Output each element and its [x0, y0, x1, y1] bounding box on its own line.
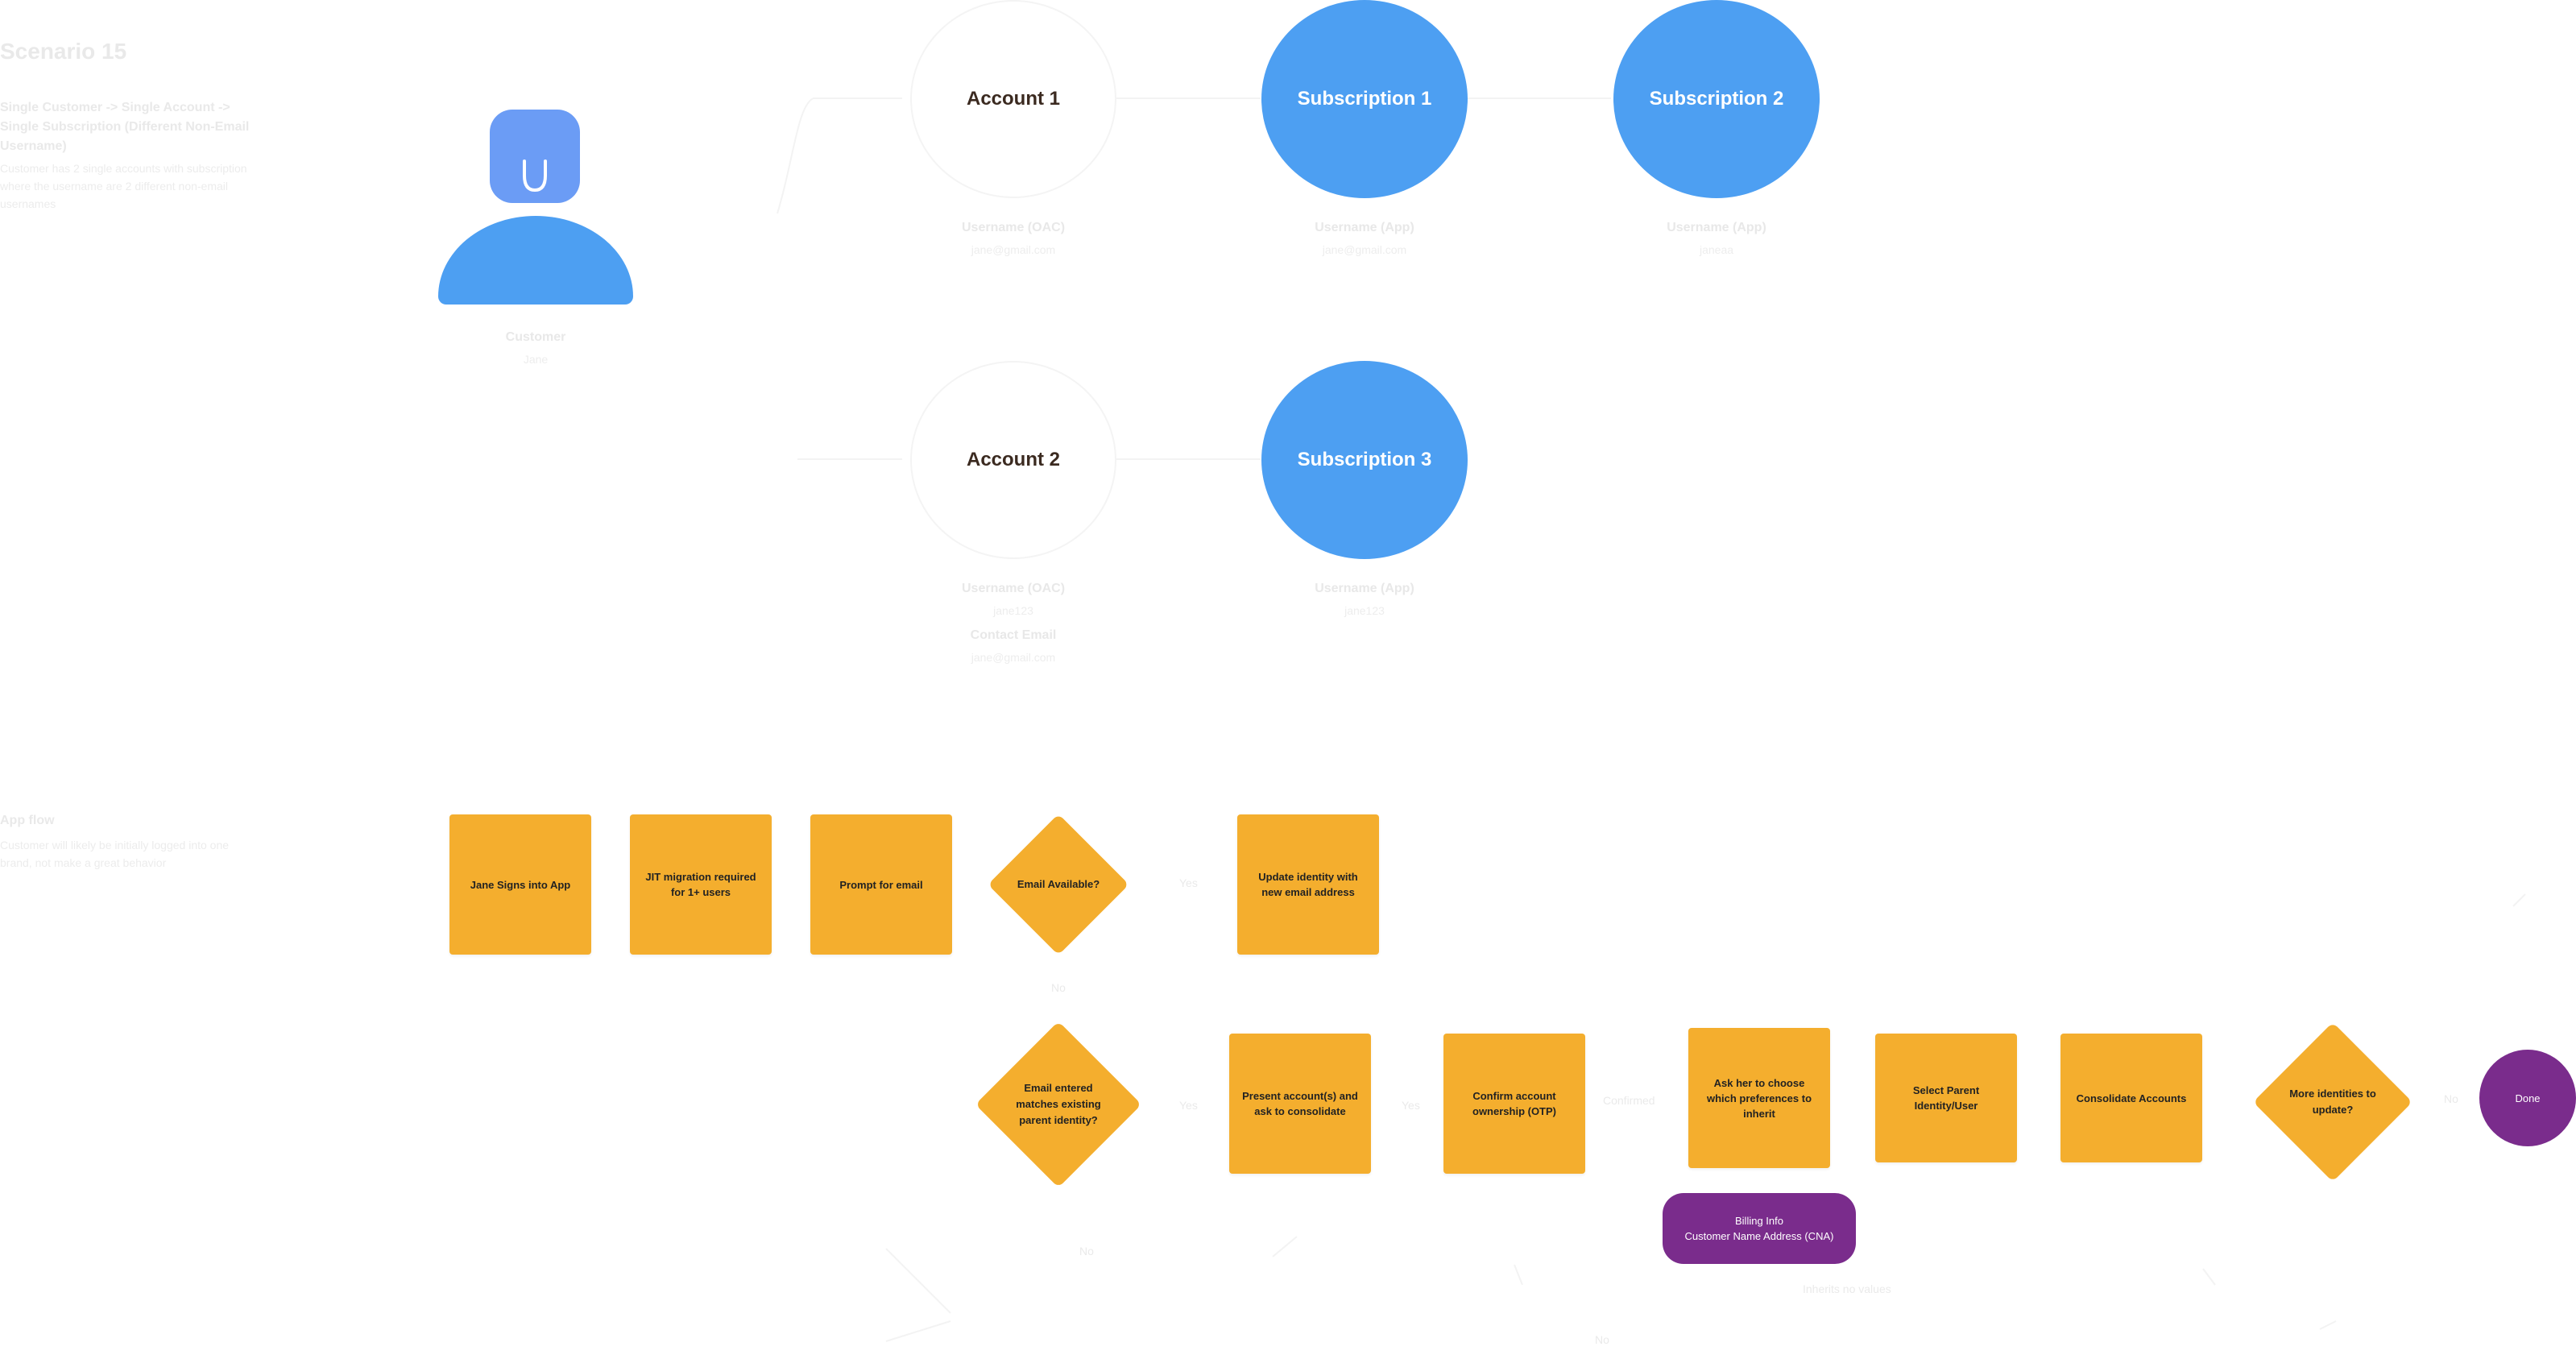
subscription-3-field-value: jane123 [1344, 604, 1385, 617]
subscription-2-field-label: Username (App) [1667, 221, 1766, 234]
present-accounts-text: Present account(s) and ask to consolidat… [1242, 1090, 1358, 1117]
account-2-field-1-value: jane123 [993, 604, 1033, 617]
billing-info-title: Billing Info [1735, 1215, 1783, 1227]
update-identity-step: Update identity with new email address [1237, 814, 1379, 955]
prompt-email-text: Prompt for email [839, 878, 923, 891]
account-2-field-1-label: Username (OAC) [961, 582, 1066, 595]
select-parent-text: Select Parent Identity/User [1912, 1084, 1980, 1112]
more-identities-text: More identities to update? [2289, 1088, 2376, 1116]
jane-signs-in-step: Jane Signs into App [449, 814, 591, 955]
scenario-subtitle: Single Customer -> Single Account -> Sin… [0, 101, 250, 153]
subscription-3-label: Subscription 3 [1297, 449, 1432, 470]
subscription-3-field-label: Username (App) [1315, 582, 1414, 595]
account-2-label: Account 2 [966, 449, 1060, 470]
account-1-field-label: Username (OAC) [961, 221, 1066, 234]
more-identities-decision: More identities to update? [2244, 1021, 2421, 1183]
jit-migration-text: JIT migration required for 1+ users [645, 871, 756, 898]
confirm-ownership-step: Confirm account ownership (OTP) [1443, 1034, 1585, 1174]
done-terminal: Done [2479, 1050, 2576, 1146]
smile-icon [523, 160, 547, 193]
account-2-node: Account 2 [910, 361, 1116, 559]
app-flow-description: Customer will likely be initially logged… [0, 839, 230, 869]
confirm-ownership-text: Confirm account ownership (OTP) [1472, 1090, 1556, 1117]
edge-label-no-2: No [2444, 1092, 2458, 1105]
subscription-1-node: Subscription 1 [1261, 0, 1468, 198]
account-2-field-2-value: jane@gmail.com [971, 651, 1056, 664]
scenario-title: Scenario 15 [0, 39, 127, 64]
email-matches-text: Email entered matches existing parent id… [1016, 1082, 1101, 1126]
subscription-3-node: Subscription 3 [1261, 361, 1468, 559]
subscription-1-field-value: jane@gmail.com [1322, 243, 1407, 256]
consolidate-accounts-text: Consolidate Accounts [2076, 1092, 2187, 1104]
subscription-2-label: Subscription 2 [1649, 88, 1784, 110]
email-available-text: Email Available? [1017, 878, 1100, 890]
billing-info-badge: Billing Info Customer Name Address (CNA) [1663, 1193, 1856, 1264]
account-2-field-2-label: Contact Email [970, 628, 1057, 642]
edge-label-no-4: No [1595, 1333, 1609, 1346]
customer-head-icon [490, 110, 580, 203]
subscription-2-field-value: janeaa [1699, 243, 1734, 256]
edge-label-yes-1: Yes [1179, 876, 1198, 889]
subscription-1-field-label: Username (App) [1315, 221, 1414, 234]
prompt-email-step: Prompt for email [810, 814, 952, 955]
jit-migration-step: JIT migration required for 1+ users [630, 814, 772, 955]
subscription-2-node: Subscription 2 [1613, 0, 1820, 198]
scenario-description: Customer has 2 single accounts with subs… [0, 162, 247, 210]
edge-label-confirmed: Confirmed [1603, 1094, 1655, 1107]
ask-preferences-text: Ask her to choose which preferences to i… [1706, 1076, 1812, 1120]
edge-label-yes-2: Yes [1179, 1099, 1198, 1112]
edge-label-yes-3: Yes [1402, 1099, 1420, 1112]
customer-name: Jane [523, 353, 549, 366]
present-accounts-step: Present account(s) and ask to consolidat… [1229, 1034, 1371, 1174]
ask-preferences-step: Ask her to choose which preferences to i… [1688, 1028, 1830, 1168]
jane-signs-in-text: Jane Signs into App [470, 878, 571, 891]
edge-label-inherits-note: Inherits no values [1803, 1282, 1891, 1295]
account-1-field-value: jane@gmail.com [971, 243, 1056, 256]
email-available-decision: Email Available? [986, 814, 1131, 955]
app-flow-title: App flow [0, 814, 55, 827]
edge-label-no-1: No [1051, 981, 1066, 994]
consolidate-accounts-step: Consolidate Accounts [2060, 1034, 2202, 1162]
account-1-node: Account 1 [910, 0, 1116, 198]
update-identity-text: Update identity with new email address [1258, 871, 1358, 898]
customer-label: Customer [505, 330, 566, 344]
edge-label-no-3: No [1079, 1245, 1094, 1257]
email-matches-decision: Email entered matches existing parent id… [971, 1021, 1145, 1188]
select-parent-step: Select Parent Identity/User [1875, 1034, 2017, 1162]
account-1-label: Account 1 [966, 88, 1060, 110]
subscription-1-label: Subscription 1 [1297, 88, 1432, 110]
done-text: Done [2515, 1092, 2541, 1104]
billing-info-subtitle: Customer Name Address (CNA) [1684, 1230, 1834, 1242]
